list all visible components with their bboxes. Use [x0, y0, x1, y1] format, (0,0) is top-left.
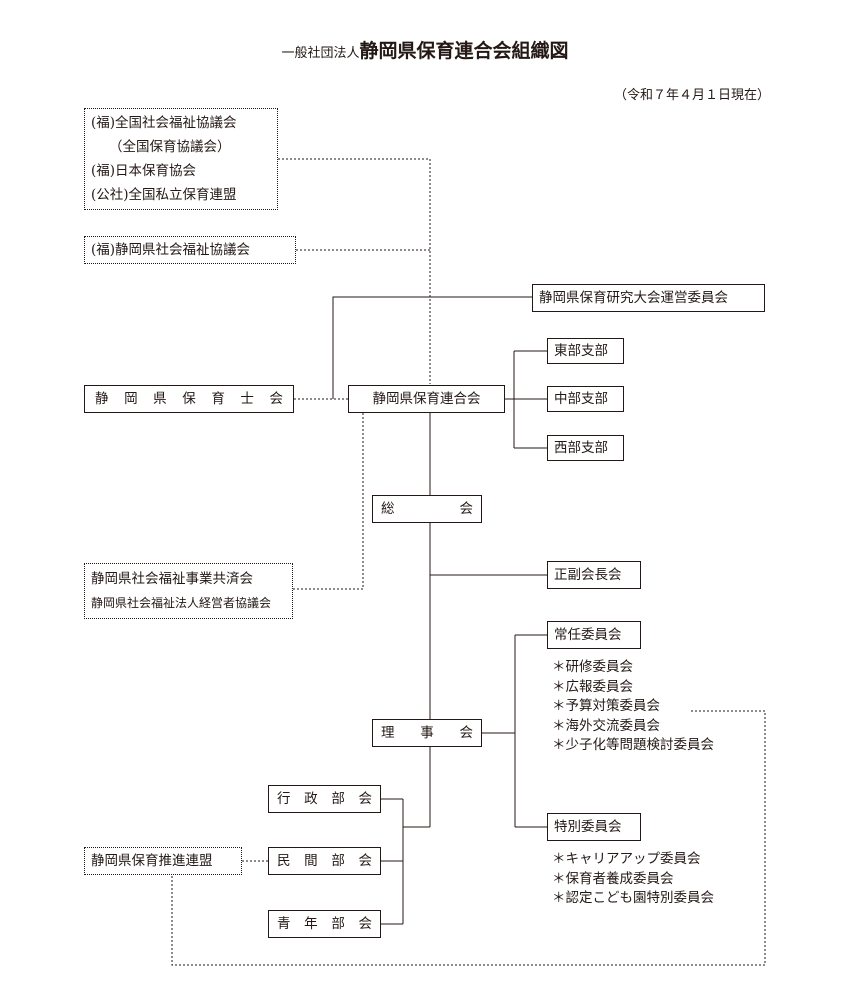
hoikushi-char: 岡: [124, 391, 138, 407]
title-main: 静岡県保育連合会組織図: [359, 40, 569, 62]
committee-item: ＊少子化等問題検討委員会: [552, 737, 714, 753]
national-org-line: (福)全国社会福祉協議会: [91, 115, 237, 131]
seinen-char: 会: [358, 916, 372, 932]
sokai-char: 会: [459, 501, 474, 517]
box-central-branch: 中部支部: [547, 386, 624, 412]
hoikushi-char: 育: [211, 391, 225, 407]
box-rengokai: 静岡県保育連合会: [348, 385, 505, 413]
hoikushi-char: 県: [153, 391, 167, 407]
central-label: 中部支部: [554, 391, 608, 407]
kaicho-label: 正副会長会: [554, 567, 622, 583]
gyosei-char: 行: [277, 791, 291, 807]
tokubetsu-label: 特別委員会: [554, 819, 622, 835]
national-org-line: （全国保育協議会）: [109, 139, 231, 155]
national-org-line: (公社)全国私立保育連盟: [91, 187, 237, 203]
box-gyosei-bukai: 行 政 部 会: [268, 785, 381, 813]
gyosei-char: 会: [358, 791, 372, 807]
seinen-char: 青: [277, 916, 291, 932]
rengokai-label: 静岡県保育連合会: [372, 391, 481, 407]
suishin-label: 静岡県保育推進連盟: [91, 853, 213, 869]
page-title: 一般社団法人静岡県保育連合会組織図: [0, 36, 850, 63]
title-prefix: 一般社団法人: [281, 46, 360, 61]
committee-item: ＊認定こども園特別委員会: [552, 890, 714, 906]
box-hoikushi-kai: 静 岡 県 保 育 士 会: [84, 385, 294, 413]
committee-item: ＊予算対策委員会: [552, 698, 660, 714]
east-label: 東部支部: [554, 343, 608, 359]
kyosai-line: 静岡県社会福祉事業共済会: [91, 571, 253, 587]
box-rijikai: 理 事 会: [372, 719, 482, 747]
line-national-to-trunk: [278, 158, 431, 384]
minkan-char: 間: [304, 853, 318, 869]
hoikushi-char: 静: [95, 391, 109, 407]
gyosei-char: 政: [304, 791, 318, 807]
research-label: 静岡県保育研究大会運営委員会: [539, 290, 728, 306]
box-sokai: 総 会: [372, 495, 482, 523]
shakyo-label: (福)静岡県社会福祉協議会: [91, 242, 251, 258]
as-of-date: （令和７年４月１日現在）: [613, 88, 770, 103]
line-bukai-to-trunk: [381, 798, 430, 925]
line-rengokai-to-branches: [505, 350, 547, 449]
joninn-committee-list: ＊研修委員会 ＊広報委員会 ＊予算対策委員会 ＊海外交流委員会 ＊少子化等問題検…: [552, 658, 714, 756]
line-kyosai-to-rengokai: [293, 413, 364, 590]
seinen-char: 年: [304, 916, 318, 932]
box-prefectural-shakyo: (福)静岡県社会福祉協議会: [84, 236, 296, 264]
kyosai-line: 静岡県社会福祉法人経営者協議会: [91, 596, 272, 610]
minkan-char: 部: [331, 853, 345, 869]
committee-item: ＊広報委員会: [552, 678, 633, 695]
joninn-label: 常任委員会: [554, 627, 622, 643]
box-kyosai-keieisha: 静岡県社会福祉事業共済会 静岡県社会福祉法人経営者協議会: [84, 563, 293, 619]
box-seinen-bukai: 青 年 部 会: [268, 910, 381, 938]
hoikushi-char: 士: [240, 391, 254, 407]
box-national-orgs: (福)全国社会福祉協議会 （全国保育協議会） (福)日本保育協会 (公社)全国私…: [84, 108, 278, 210]
box-kaicho-kai: 正副会長会: [547, 561, 641, 589]
committee-item: ＊研修委員会: [552, 659, 633, 675]
committee-item: ＊保育者養成委員会: [552, 870, 674, 887]
rijikai-char: 会: [459, 725, 474, 741]
box-joninn-iinkai: 常任委員会: [547, 621, 641, 649]
rijikai-char: 理: [381, 725, 395, 741]
line-rijikai-to-committees: [482, 634, 547, 828]
box-minkan-bukai: 民 間 部 会: [268, 847, 381, 875]
seinen-char: 部: [331, 916, 345, 932]
sokai-char: 総: [381, 501, 395, 517]
minkan-char: 会: [358, 853, 372, 869]
box-suishin-renmei: 静岡県保育推進連盟: [84, 847, 242, 875]
box-east-branch: 東部支部: [547, 338, 624, 364]
rijikai-char: 事: [420, 725, 434, 741]
committee-item: ＊海外交流委員会: [552, 717, 660, 734]
hoikushi-char: 会: [269, 391, 283, 407]
line-research-to-rengokai: [332, 296, 532, 399]
box-tokubetsu-iinkai: 特別委員会: [547, 813, 641, 841]
line-suishin-to-yosan: [171, 710, 766, 966]
west-label: 西部支部: [554, 440, 608, 456]
gyosei-char: 部: [331, 791, 345, 807]
minkan-char: 民: [277, 853, 291, 869]
box-west-branch: 西部支部: [547, 435, 624, 461]
hoikushi-char: 保: [182, 391, 196, 407]
tokubetsu-committee-list: ＊キャリアアップ委員会 ＊保育者養成委員会 ＊認定こども園特別委員会: [552, 850, 714, 909]
box-research-committee: 静岡県保育研究大会運営委員会: [532, 284, 765, 312]
committee-item: ＊キャリアアップ委員会: [552, 851, 701, 867]
national-org-line: (福)日本保育協会: [91, 163, 197, 179]
